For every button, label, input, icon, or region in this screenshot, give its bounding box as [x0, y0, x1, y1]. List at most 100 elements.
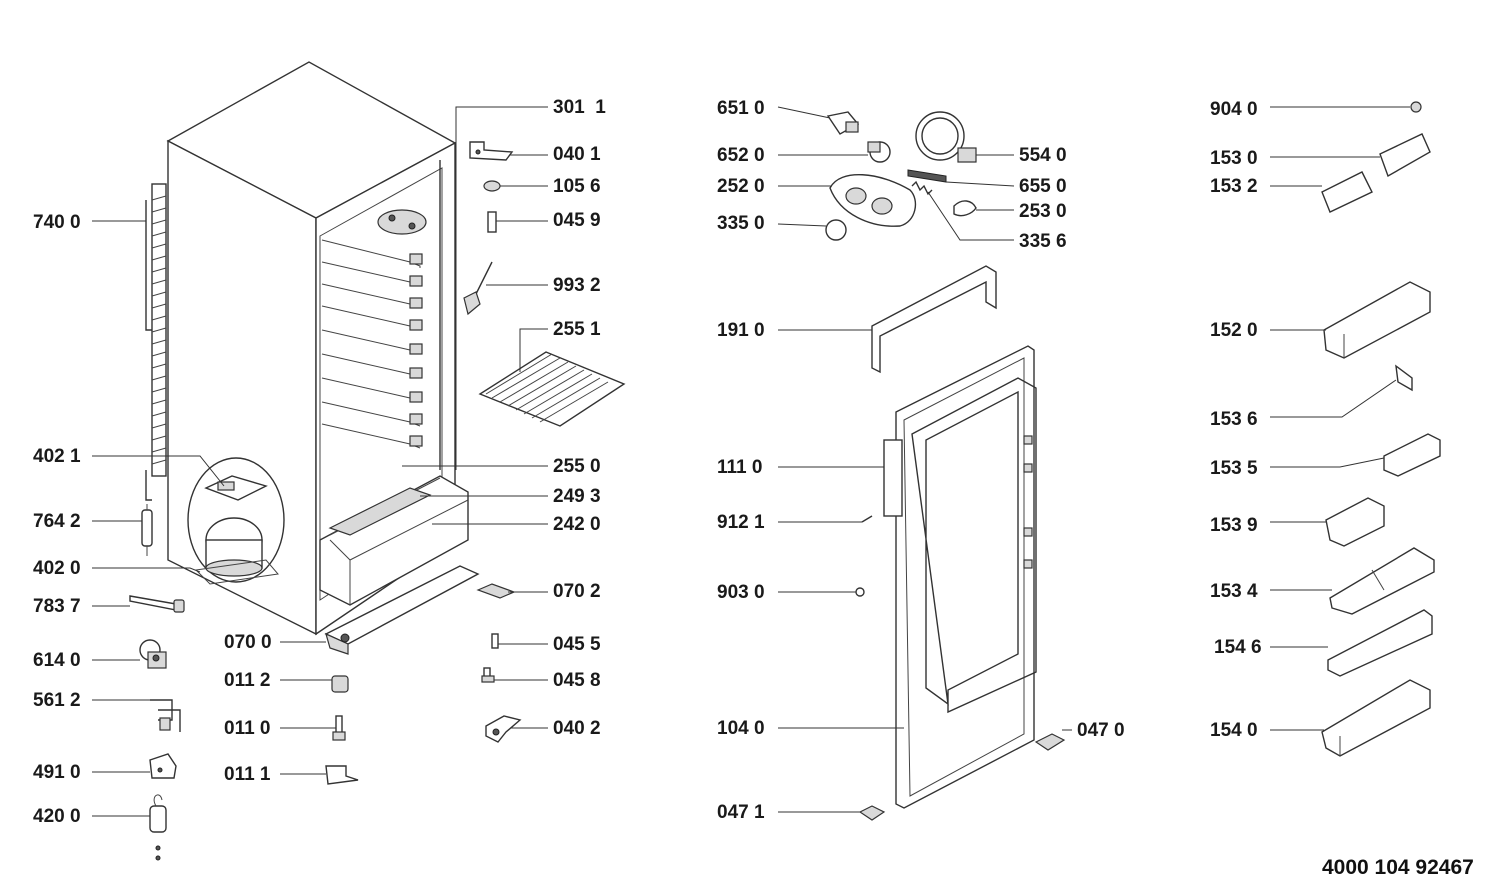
part-label-047-0: 047 0 [1077, 720, 1125, 741]
shelf-clip [1395, 364, 1413, 392]
egg-lid [1321, 171, 1373, 213]
glass-shelf [478, 351, 626, 427]
part-label-740-0: 740 0 [33, 212, 81, 233]
drawing-number: 4000 104 92467 [1322, 856, 1474, 879]
part-label-153-2: 153 2 [1210, 176, 1258, 197]
part-label-154-0: 154 0 [1210, 720, 1258, 741]
filter-drier [141, 504, 153, 556]
part-label-993-2: 993 2 [553, 275, 601, 296]
part-label-047-1: 047 1 [717, 802, 765, 823]
lamp-bulb [1410, 101, 1422, 113]
door-shelf-large [1323, 281, 1431, 359]
vent-grille [476, 583, 516, 599]
part-label-655-0: 655 0 [1019, 176, 1067, 197]
part-label-040-2: 040 2 [553, 718, 601, 739]
part-label-249-3: 249 3 [553, 486, 601, 507]
top-hinge [469, 141, 514, 161]
foot-screw [481, 667, 495, 683]
door [895, 345, 1037, 809]
hinge-plug-0470 [1034, 733, 1066, 751]
part-label-402-1: 402 1 [33, 446, 81, 467]
part-label-153-6: 153 6 [1210, 409, 1258, 430]
hinge-screw [332, 715, 346, 741]
part-label-153-4: 153 4 [1210, 581, 1258, 602]
part-label-070-2: 070 2 [553, 581, 601, 602]
thermostat [915, 111, 977, 163]
capacitor [149, 794, 167, 861]
door-shelf-small [1383, 433, 1441, 477]
lamp-holder [826, 111, 860, 135]
part-label-153-9: 153 9 [1210, 515, 1258, 536]
part-label-491-0: 491 0 [33, 762, 81, 783]
bottle-retainer [1327, 609, 1433, 677]
part-label-764-2: 764 2 [33, 511, 81, 532]
part-label-402-0: 402 0 [33, 558, 81, 579]
part-label-040-1: 040 1 [553, 144, 601, 165]
egg-tray [1329, 547, 1435, 615]
leader-lines [92, 106, 1410, 817]
foot [331, 675, 349, 693]
door-tray [1325, 497, 1385, 547]
lamp-cover [953, 200, 977, 217]
part-label-105-6: 105 6 [553, 176, 601, 197]
crisper-drawer [319, 475, 469, 606]
part-label-011-2: 011 2 [224, 670, 271, 691]
screw-9121 [861, 515, 873, 523]
bottle-shelf [1321, 679, 1431, 757]
part-label-904-0: 904 0 [1210, 99, 1258, 120]
part-label-191-0: 191 0 [717, 320, 765, 341]
starter-relay [139, 639, 167, 669]
part-label-045-5: 045 5 [553, 634, 601, 655]
part-label-045-9: 045 9 [553, 210, 601, 231]
part-label-152-0: 152 0 [1210, 320, 1258, 341]
part-label-912-1: 912 1 [717, 512, 765, 533]
thermostat-housing [829, 174, 917, 227]
lamp-switch [907, 169, 947, 183]
condenser-coil [145, 183, 167, 501]
adjustable-foot [491, 633, 499, 649]
part-label-253-0: 253 0 [1019, 201, 1067, 222]
door-handle [883, 439, 903, 517]
part-label-153-5: 153 5 [1210, 458, 1258, 479]
hinge-plug-0471 [858, 805, 886, 821]
spring [911, 180, 933, 196]
part-label-154-6: 154 6 [1214, 637, 1262, 658]
part-label-783-7: 783 7 [33, 596, 81, 617]
hinge-pin [487, 211, 497, 233]
part-label-104-0: 104 0 [717, 718, 765, 739]
lower-hinge [485, 715, 522, 743]
part-label-652-0: 652 0 [717, 145, 765, 166]
clip-set [150, 699, 181, 732]
part-label-111-0: 111 0 [717, 457, 763, 478]
part-label-554-0: 554 0 [1019, 145, 1067, 166]
part-label-242-0: 242 0 [553, 514, 601, 535]
part-label-252-0: 252 0 [717, 176, 765, 197]
butter-lid [1379, 133, 1431, 178]
part-label-335-6: 335 6 [1019, 231, 1067, 252]
part-label-045-8: 045 8 [553, 670, 601, 691]
part-label-255-0: 255 0 [553, 456, 601, 477]
part-label-651-0: 651 0 [717, 98, 765, 119]
bottom-hinge-bracket [325, 765, 359, 785]
cap-9030 [855, 587, 865, 597]
part-label-070-0: 070 0 [224, 632, 272, 653]
part-label-903-0: 903 0 [717, 582, 765, 603]
part-label-301-1: 301 1 [553, 97, 606, 118]
part-label-614-0: 614 0 [33, 650, 81, 671]
part-label-255-1: 255 1 [553, 319, 601, 340]
door-gasket [871, 265, 997, 374]
bushing [483, 180, 501, 192]
plinth [324, 565, 480, 655]
part-label-335-0: 335 0 [717, 213, 765, 234]
part-label-561-2: 561 2 [33, 690, 81, 711]
terminal-cover [149, 753, 177, 779]
part-label-420-0: 420 0 [33, 806, 81, 827]
thermostat-knob-assembly [867, 141, 891, 163]
part-label-011-1: 011 1 [224, 764, 271, 785]
lamp-cover-tool [463, 261, 493, 316]
knob [825, 219, 847, 241]
part-label-011-0: 011 0 [224, 718, 271, 739]
tube [129, 595, 185, 613]
